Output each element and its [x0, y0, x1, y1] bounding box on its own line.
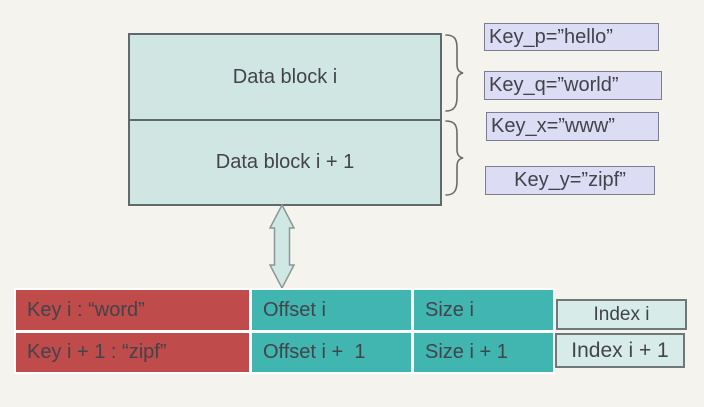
key-label-x: Key_x=”www”	[486, 112, 659, 141]
key-cell-row2: Key i + 1 : “zipf”	[16, 333, 249, 372]
index-box-row2: Index i + 1	[555, 333, 685, 368]
key-label-y: Key_y=”zipf”	[485, 166, 655, 195]
data-block-i-plus-1: Data block i + 1	[215, 151, 355, 173]
data-block-i: Data block i	[130, 35, 440, 121]
key-label-q: Key_q=”world”	[484, 71, 662, 100]
size-cell-row1: Size i	[414, 290, 553, 330]
size-cell-row2: Size i + 1	[414, 333, 553, 372]
curly-brace-icon	[445, 34, 464, 112]
offset-cell-row2: Offset i + 1	[252, 333, 411, 372]
key-label-p: Key_p=”hello”	[484, 23, 659, 51]
curly-brace-icon	[445, 120, 464, 196]
offset-cell-row1: Offset i	[252, 290, 411, 330]
index-box-row1: Index i	[556, 299, 687, 330]
key-cell-row1: Key i : “word”	[16, 290, 249, 330]
index-record-table: Key i : “word” Offset i Size i Key i + 1…	[14, 288, 555, 374]
double-vertical-arrow-icon	[269, 204, 295, 289]
data-block-stack: Data block i Data block i + 1	[128, 33, 442, 206]
